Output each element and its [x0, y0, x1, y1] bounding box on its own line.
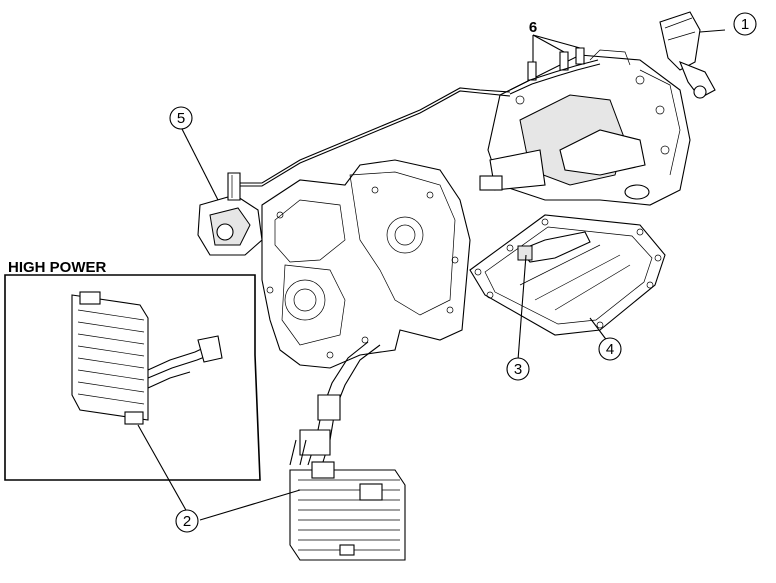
svg-text:1: 1	[741, 16, 749, 33]
metering-oil-pump	[197, 172, 263, 256]
oil-pan	[469, 214, 666, 336]
callout-1: 1	[733, 12, 757, 36]
high-power-label: HIGH POWER	[8, 259, 107, 276]
callout-2: 2	[175, 509, 199, 533]
svg-text:5: 5	[177, 110, 185, 127]
svg-text:3: 3	[514, 361, 522, 378]
rotor-housing-assembly	[479, 47, 691, 206]
engine-front-cover	[261, 159, 471, 369]
leader-lines	[137, 29, 726, 521]
oil-filter-part	[659, 11, 716, 99]
callout-6: 6	[529, 19, 537, 36]
high-power-inset: HIGH POWER	[4, 259, 261, 481]
svg-text:6: 6	[529, 19, 537, 36]
callout-3: 3	[506, 357, 530, 381]
svg-text:4: 4	[606, 341, 614, 358]
callout-5: 5	[169, 106, 193, 130]
callout-4: 4	[598, 337, 622, 361]
metering-oil-tube	[240, 87, 511, 187]
svg-text:2: 2	[183, 513, 191, 530]
oil-cooler-main	[289, 461, 406, 561]
oil-cooler-hose	[289, 341, 381, 466]
